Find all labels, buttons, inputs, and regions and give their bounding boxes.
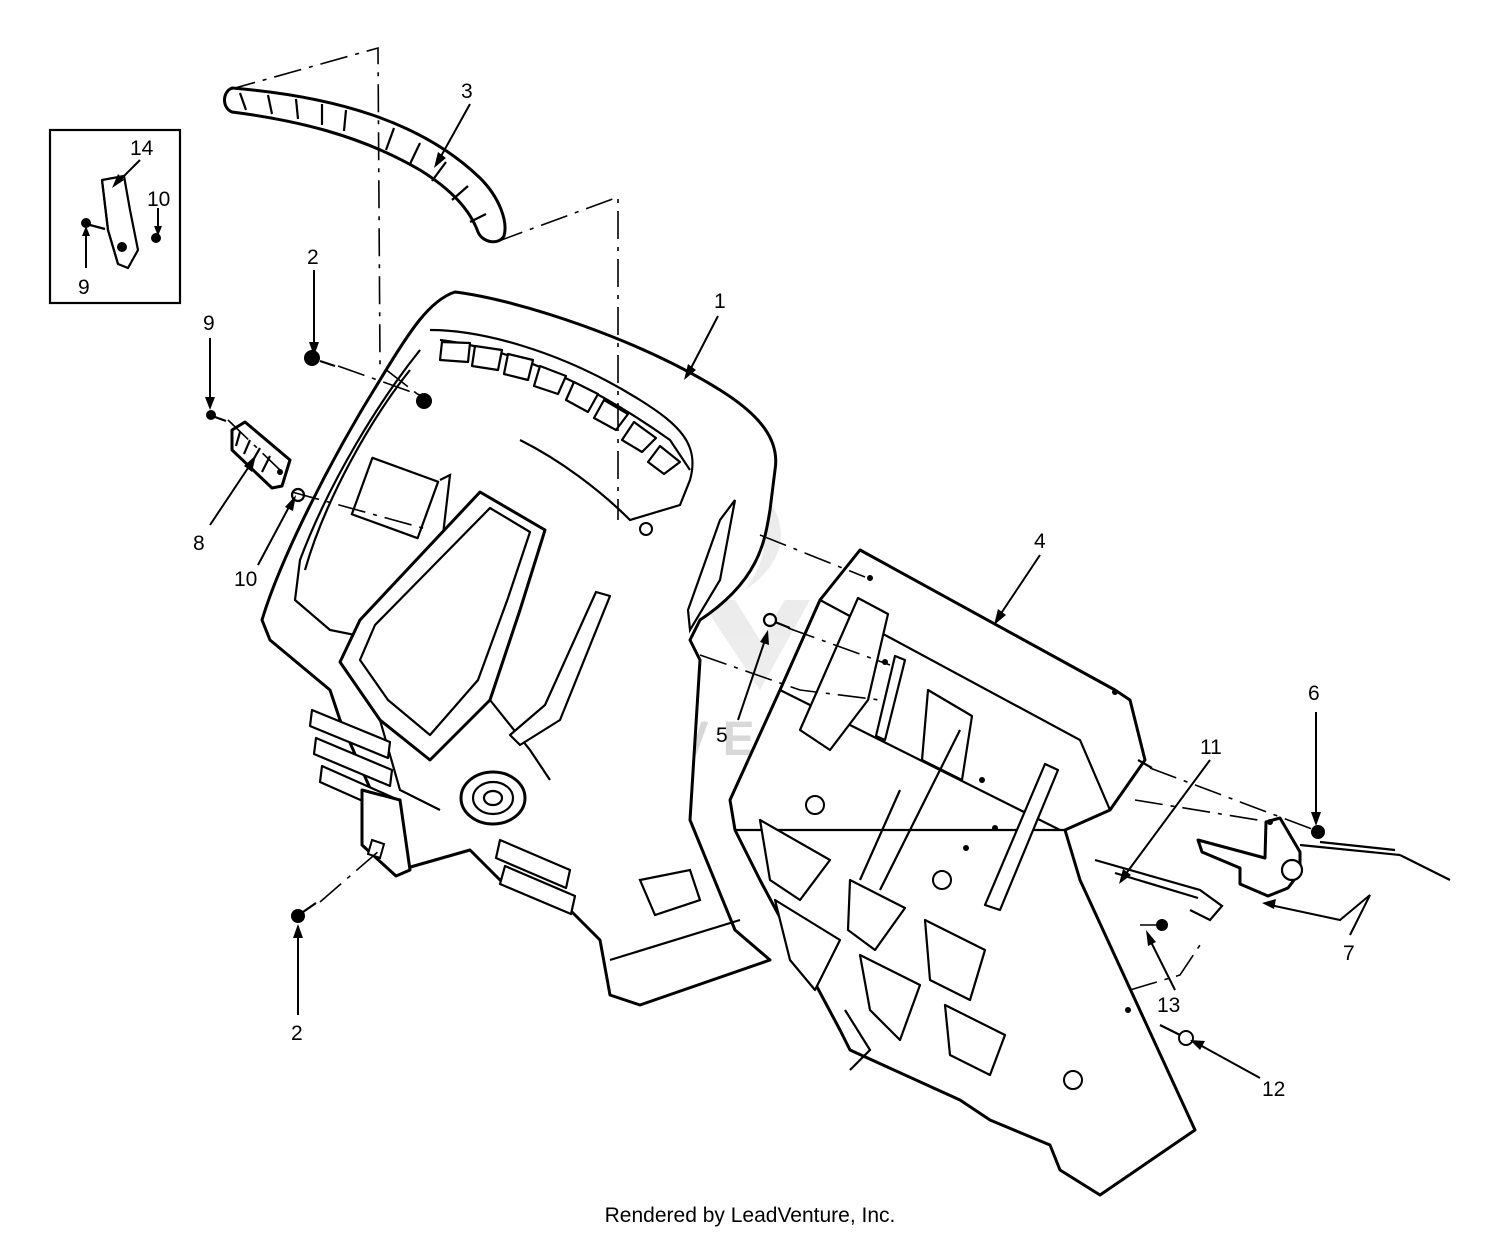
callout-9: 9 (203, 312, 215, 335)
part-2-screw-bottom (291, 902, 317, 923)
part-12-screw (1159, 1024, 1194, 1046)
assembly-lines (227, 46, 1321, 991)
part-3-grille-strip (223, 86, 507, 244)
stud (1137, 759, 1153, 769)
callout-2-bottom: 2 (291, 1022, 303, 1045)
callout-13: 13 (1157, 994, 1180, 1017)
part-10-nut-inset (151, 233, 161, 243)
part-11-rod (1094, 858, 1224, 922)
callout-labels: 3 1 2 9 8 10 2 4 5 6 7 11 13 12 14 10 9 (78, 80, 1355, 1101)
callout-4: 4 (1034, 530, 1046, 553)
callout-leaders (82, 103, 1371, 1079)
part-1-dash-panel (260, 290, 778, 1007)
part-14-knob (100, 174, 140, 270)
callout-10-inset: 10 (147, 188, 170, 211)
callout-5: 5 (716, 724, 728, 747)
part-5-screw (762, 612, 791, 630)
callout-2-top: 2 (307, 246, 319, 269)
part-2-screw-top (304, 350, 336, 368)
key-switch (459, 770, 527, 826)
part-6-nut (1311, 825, 1325, 839)
callout-10: 10 (234, 568, 257, 591)
credit-text: Rendered by LeadVenture, Inc. (604, 1204, 896, 1227)
callout-12: 12 (1262, 1078, 1285, 1101)
callout-3: 3 (461, 80, 473, 103)
part-7-throttle-lever (1196, 816, 1451, 898)
part-9-screw-inset (81, 218, 106, 231)
callout-8: 8 (193, 532, 205, 555)
callout-11: 11 (1200, 736, 1222, 759)
part-4-mounting-bracket (728, 548, 1197, 1197)
part-9-screw (206, 410, 227, 423)
callout-14: 14 (130, 137, 154, 160)
inset-box (48, 128, 182, 305)
callout-9-inset: 9 (78, 276, 90, 299)
callout-7: 7 (1343, 942, 1355, 965)
callout-6: 6 (1308, 682, 1320, 705)
callout-1: 1 (714, 290, 726, 313)
